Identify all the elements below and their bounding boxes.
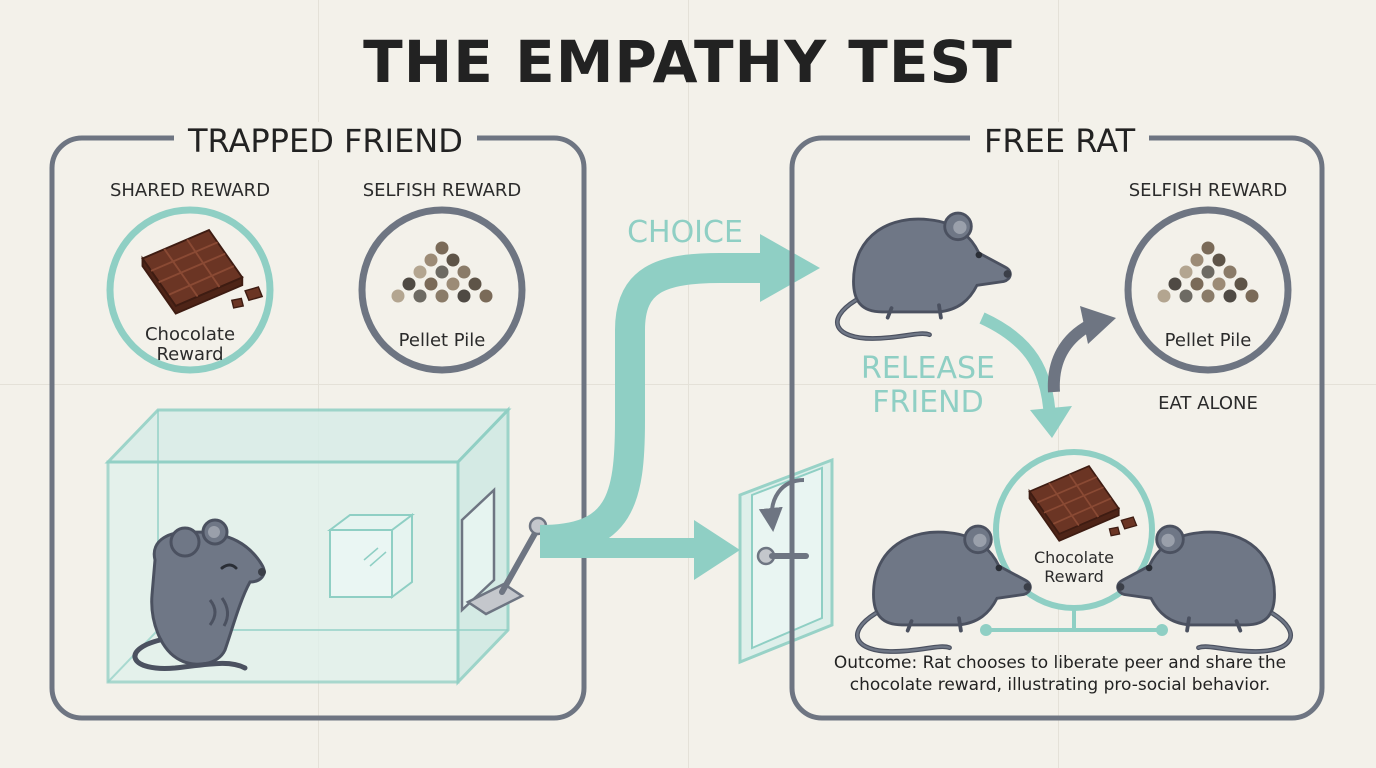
pellet bbox=[446, 277, 460, 291]
choice-arrow-up bbox=[539, 253, 760, 555]
grid-line bbox=[0, 384, 1376, 385]
pellet bbox=[1245, 289, 1259, 303]
shared-reward-circle bbox=[106, 206, 274, 374]
release-friend-label: RELEASE FRIEND bbox=[848, 352, 1008, 420]
pellet bbox=[1157, 289, 1171, 303]
selfish-reward-label-left: SELFISH REWARD bbox=[362, 180, 522, 201]
shared-chocolate-circle bbox=[980, 449, 1168, 636]
pellet bbox=[457, 265, 471, 279]
page-title: THE EMPATHY TEST bbox=[363, 28, 1013, 96]
pellet bbox=[1223, 289, 1237, 303]
pellet bbox=[435, 265, 449, 279]
pellet bbox=[1179, 265, 1193, 279]
pellet-pile-icon bbox=[391, 241, 493, 303]
release-line-1: RELEASE bbox=[861, 351, 995, 386]
trapped-friend-title: TRAPPED FRIEND bbox=[174, 122, 477, 160]
outcome-line-1: Outcome: Rat chooses to liberate peer an… bbox=[833, 653, 1287, 673]
trapped-rat bbox=[132, 518, 266, 671]
selfish-reward-label-right: SELFISH REWARD bbox=[1128, 180, 1288, 201]
pellet bbox=[468, 277, 482, 291]
pellet bbox=[413, 289, 427, 303]
eat-alone-arrow bbox=[1047, 319, 1094, 393]
pellet bbox=[402, 277, 416, 291]
chocolate-line-1: Chocolate bbox=[1033, 548, 1115, 567]
selfish-reward-circle-right bbox=[1124, 206, 1292, 374]
selfish-reward-circle-left bbox=[358, 206, 526, 374]
pellet bbox=[1212, 253, 1226, 267]
chocolate-reward-label-right: Chocolate Reward bbox=[996, 548, 1152, 586]
pellet bbox=[424, 277, 438, 291]
choice-label: CHOICE bbox=[627, 215, 743, 250]
chocolate-reward-label-left: Chocolate Reward bbox=[110, 325, 270, 365]
pellet bbox=[1212, 277, 1226, 291]
pellet bbox=[435, 241, 449, 255]
free-rat-title: FREE RAT bbox=[970, 122, 1150, 160]
pellet bbox=[424, 253, 438, 267]
pellet bbox=[457, 289, 471, 303]
eat-alone-label: EAT ALONE bbox=[1158, 393, 1258, 414]
release-line-2: FRIEND bbox=[872, 385, 984, 420]
pellet bbox=[1190, 277, 1204, 291]
pellet bbox=[446, 253, 460, 267]
choice-arrow-right-head bbox=[694, 520, 740, 580]
pellet bbox=[391, 289, 405, 303]
shared-reward-label: SHARED REWARD bbox=[109, 180, 271, 201]
pellet bbox=[1179, 289, 1193, 303]
outcome-caption: Outcome: Rat chooses to liberate peer an… bbox=[820, 652, 1300, 696]
pellet bbox=[413, 265, 427, 279]
pellet bbox=[1234, 277, 1248, 291]
pellet bbox=[1223, 265, 1237, 279]
pellet-pile-label-right: Pellet Pile bbox=[1164, 330, 1252, 351]
chocolate-line-2: Reward bbox=[1044, 567, 1104, 586]
pellet bbox=[1190, 253, 1204, 267]
eat-alone-arrow-head bbox=[1080, 306, 1116, 344]
pellet bbox=[1201, 265, 1215, 279]
release-arrow-head bbox=[1030, 406, 1072, 438]
chocolate-line-1: Chocolate bbox=[144, 324, 236, 345]
pellet bbox=[1201, 241, 1215, 255]
outcome-line-2: chocolate reward, illustrating pro-socia… bbox=[849, 675, 1271, 695]
pellet-pile-icon bbox=[1157, 241, 1259, 303]
pellet bbox=[479, 289, 493, 303]
release-arrow bbox=[979, 312, 1056, 421]
pellet-pile-label-left: Pellet Pile bbox=[398, 330, 486, 351]
chocolate-line-2: Reward bbox=[156, 344, 224, 365]
open-door bbox=[738, 457, 834, 665]
pellet bbox=[1168, 277, 1182, 291]
pellet bbox=[435, 289, 449, 303]
pellet bbox=[1201, 289, 1215, 303]
